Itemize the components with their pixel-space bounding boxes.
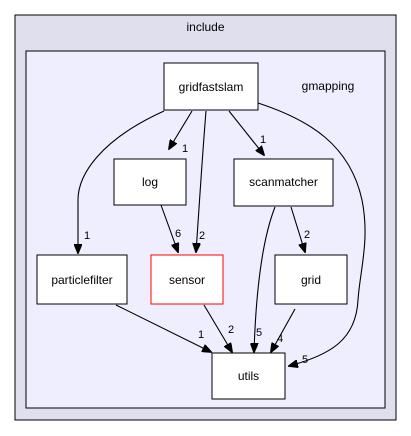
edge-label-gridfastslam-scanmatcher[interactable]: 1 bbox=[260, 134, 266, 146]
edge-scanmatcher-grid[interactable] bbox=[290, 206, 305, 252]
node-utils-box bbox=[211, 352, 286, 400]
node-gridfastslam-label: gridfastslam bbox=[179, 80, 244, 94]
edge-particlefilter-utils[interactable] bbox=[115, 304, 211, 352]
edge-gridfastslam-sensor[interactable] bbox=[196, 110, 207, 252]
edges: 1 1 1 2 5 6 2 5 1 2 4 bbox=[78, 102, 366, 366]
edge-gridfastslam-scanmatcher[interactable] bbox=[228, 110, 264, 155]
node-utils-label: utils bbox=[238, 369, 259, 383]
edge-label-gridfastslam-utils[interactable]: 5 bbox=[302, 354, 308, 366]
edge-log-sensor[interactable] bbox=[160, 204, 178, 252]
edge-label-grid-utils[interactable]: 4 bbox=[277, 333, 283, 345]
node-scanmatcher-label: scanmatcher bbox=[249, 175, 318, 189]
edge-label-log-sensor[interactable]: 6 bbox=[175, 228, 181, 240]
edge-label-gridfastslam-sensor[interactable]: 2 bbox=[199, 230, 205, 242]
edge-label-gridfastslam-log[interactable]: 1 bbox=[182, 143, 188, 155]
edge-scanmatcher-utils[interactable] bbox=[254, 206, 276, 352]
node-particlefilter-label: particlefilter bbox=[51, 273, 112, 287]
edge-gridfastslam-utils[interactable] bbox=[257, 102, 366, 366]
node-grid-label: grid bbox=[301, 273, 321, 287]
node-scanmatcher[interactable]: scanmatcher bbox=[233, 158, 334, 207]
node-sensor-label: sensor bbox=[169, 273, 205, 287]
gmapping-cluster-label: gmapping bbox=[302, 79, 355, 93]
node-log[interactable]: log bbox=[113, 158, 187, 206]
edge-gridfastslam-log[interactable] bbox=[169, 110, 193, 149]
node-log-label: log bbox=[142, 175, 158, 189]
edge-label-particlefilter-utils[interactable]: 1 bbox=[198, 329, 204, 341]
edge-grid-utils[interactable] bbox=[271, 308, 296, 352]
edge-label-sensor-utils[interactable]: 2 bbox=[228, 324, 234, 336]
include-cluster-label: include bbox=[186, 20, 224, 34]
node-particlefilter-box bbox=[36, 254, 128, 305]
edge-gridfastslam-particlefilter[interactable] bbox=[78, 110, 165, 253]
node-gridfastslam-box bbox=[163, 62, 259, 111]
edge-label-scanmatcher-grid[interactable]: 2 bbox=[304, 229, 310, 241]
edge-label-scanmatcher-utils[interactable]: 5 bbox=[256, 327, 262, 339]
node-utils[interactable]: utils bbox=[211, 352, 286, 400]
node-sensor[interactable]: sensor bbox=[150, 254, 224, 305]
edge-sensor-utils[interactable] bbox=[203, 304, 232, 352]
node-log-box bbox=[113, 158, 187, 206]
node-scanmatcher-box bbox=[233, 158, 334, 207]
node-grid-box bbox=[274, 254, 348, 305]
edge-label-gridfastslam-particlefilter[interactable]: 1 bbox=[84, 230, 90, 242]
node-sensor-box bbox=[150, 254, 224, 305]
node-grid[interactable]: grid bbox=[274, 254, 348, 305]
node-gridfastslam[interactable]: gridfastslam bbox=[163, 62, 259, 111]
node-particlefilter[interactable]: particlefilter bbox=[36, 254, 128, 305]
